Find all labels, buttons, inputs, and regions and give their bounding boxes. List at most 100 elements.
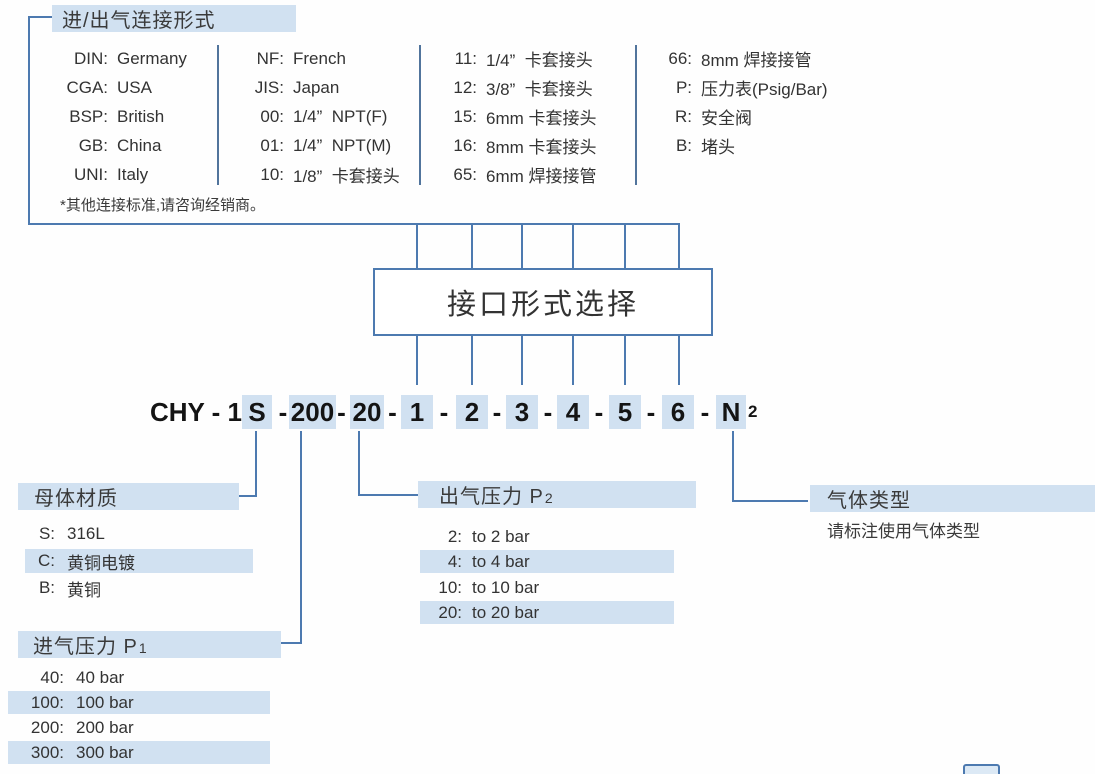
option-code: 00: [260, 106, 284, 126]
option-code: 01: [260, 135, 284, 155]
connection-option: 10:1/8” 卡套接头 [238, 160, 400, 189]
option-label: French [293, 48, 346, 68]
inlet-pressure-option: 40:40 bar [8, 666, 270, 689]
code-material: S [242, 395, 272, 429]
option-label: to 10 bar [472, 577, 540, 597]
option-code: B: [675, 135, 692, 155]
outlet-pressure-option: 4: to 4 bar [420, 550, 674, 573]
material-section-title: 母体材质 [18, 483, 239, 510]
option-label: 6mm 卡套接头 [486, 109, 597, 128]
connection-option: 12:3/8” 卡套接头 [443, 73, 597, 102]
connection-option: CGA: USA [55, 73, 187, 102]
connector-line [624, 334, 626, 385]
option-code: 15: [453, 106, 477, 126]
connector-line [28, 16, 30, 225]
outlet-pressure-option: 10:to 10 bar [420, 576, 674, 599]
outlet-pressure-title-text: 出气压力 P [439, 486, 544, 508]
code-separator: - [700, 397, 710, 427]
code-port-2: 2 [456, 395, 488, 429]
option-label: 黄铜电镀 [67, 553, 135, 573]
connector-line [226, 495, 257, 497]
option-code: 40: [40, 667, 64, 687]
code-port-3: 3 [506, 395, 538, 429]
code-inlet-pressure: 200 [289, 395, 336, 429]
option-code: GB: [78, 135, 108, 155]
option-label: 1/4” NPT(F) [293, 106, 388, 126]
option-label: USA [117, 77, 152, 97]
inlet-pressure-option: 100:100 bar [8, 691, 270, 714]
connection-option: 15: 6mm 卡套接头 [443, 102, 597, 131]
connection-section-title: 进/出气连接形式 [52, 5, 296, 32]
option-code: C: [38, 551, 55, 570]
option-label: 6mm 焊接接管 [486, 167, 597, 186]
connector-line [521, 334, 523, 385]
connection-option: 16: 8mm 卡套接头 [443, 131, 597, 160]
option-label: Germany [117, 48, 187, 68]
ordering-code: CHY - 1 S - 200 - 20 - 1 - 2 - 3 - 4 - 5… [0, 393, 1095, 431]
option-label: 1/4” 卡套接头 [486, 51, 593, 70]
option-label: 3/8” 卡套接头 [486, 80, 593, 99]
option-code: 11: [454, 48, 477, 68]
option-code: S: [38, 524, 55, 543]
option-label: to 4 bar [472, 551, 530, 571]
page-nav-button[interactable] [963, 764, 1000, 774]
connector-line [572, 223, 574, 270]
option-code: 100: [30, 692, 64, 712]
option-code: BSP: [69, 106, 108, 126]
option-code: CGA: [66, 77, 108, 97]
option-code: B: [38, 578, 55, 597]
option-code: P: [675, 77, 692, 97]
option-code: 66: [668, 48, 692, 68]
option-code: 4: [447, 551, 462, 571]
connection-option: BSP: British [55, 102, 187, 131]
option-label: 黄铜 [67, 580, 101, 600]
connection-option: JIS:Japan [238, 73, 400, 102]
option-label: 堵头 [701, 138, 735, 157]
connector-line [678, 223, 680, 270]
column-divider [419, 45, 421, 185]
option-code: UNI: [74, 164, 108, 184]
connection-note: *其他连接标准,请咨询经销商。 [60, 197, 266, 214]
code-separator: - [388, 397, 397, 427]
interface-selector-box: 接口形式选择 [373, 268, 713, 336]
option-code: 300: [30, 742, 64, 762]
code-separator: - [439, 397, 449, 427]
option-code: 65: [453, 164, 477, 184]
code-outlet-pressure: 20 [350, 395, 384, 429]
option-label: British [117, 106, 165, 126]
option-label: 安全阀 [701, 109, 752, 128]
material-option: S:316L [25, 522, 253, 546]
outlet-pressure-option: 2:to 2 bar [420, 525, 674, 548]
option-label: 8mm 卡套接头 [486, 138, 597, 157]
connection-option: 01: 1/4” NPT(M) [238, 131, 400, 160]
connector-line [255, 431, 257, 497]
code-separator: - [543, 397, 553, 427]
connection-table-column-3: 11: 1/4” 卡套接头 12:3/8” 卡套接头 15: 6mm 卡套接头 16… [443, 44, 597, 189]
connector-line [416, 334, 418, 385]
option-label: 1/8” 卡套接头 [293, 167, 400, 186]
code-separator: - [646, 397, 656, 427]
gas-type-note: 请标注使用气体类型 [827, 522, 980, 541]
connector-line [28, 223, 680, 225]
option-label: 200 bar [76, 717, 134, 737]
connection-option: 11: 1/4” 卡套接头 [443, 44, 597, 73]
code-prefix: CHY - 1 [150, 397, 242, 427]
option-code: NF: [256, 48, 284, 68]
connection-option: 00: 1/4” NPT(F) [238, 102, 400, 131]
option-code: 16: [453, 135, 477, 155]
connection-option: GB:China [55, 131, 187, 160]
connector-line [471, 223, 473, 270]
connector-line [572, 334, 574, 385]
material-option: C: 黄铜电镀 [25, 549, 253, 573]
option-label: Japan [293, 77, 340, 97]
connector-line [732, 431, 734, 502]
option-label: 8mm 焊接接管 [701, 51, 812, 70]
option-label: 1/4” NPT(M) [293, 135, 392, 155]
code-port-1: 1 [401, 395, 433, 429]
code-separator: - [337, 397, 346, 427]
connection-table-column-4: 66:8mm 焊接接管 P:压力表(Psig/Bar) R:安全阀 B:堵头 [655, 44, 828, 160]
connection-option: P:压力表(Psig/Bar) [655, 73, 828, 102]
connection-option: DIN:Germany [55, 44, 187, 73]
